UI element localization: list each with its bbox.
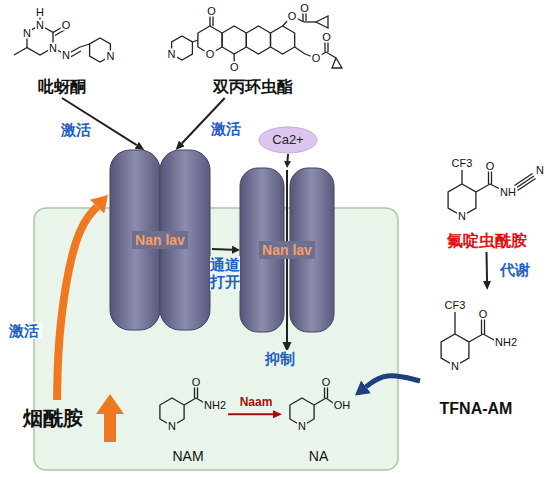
- node-text: Ca2+: [272, 133, 303, 148]
- chemical-structures-part: [194, 386, 195, 398]
- node-text: 吡蚜酮: [38, 78, 86, 96]
- atom-label: O: [205, 49, 216, 60]
- chemical-structures-part: [197, 386, 198, 398]
- node-text: NA: [309, 448, 328, 464]
- chemical-structures: [14, 11, 536, 426]
- connector-arrow: [228, 413, 273, 415]
- compound-box: NAM: [148, 372, 228, 466]
- connector-arrow: [366, 376, 420, 387]
- chemical-structures-part: [271, 26, 295, 54]
- chemical-structures-part: [212, 15, 213, 26]
- atom-label: O: [321, 32, 332, 43]
- atom-label: O: [485, 161, 496, 172]
- atom-label: N: [48, 42, 58, 53]
- chemical-structures-part: [316, 16, 328, 28]
- chemical-structures-part: [476, 184, 490, 192]
- node-text: 氟啶虫酰胺: [447, 232, 527, 250]
- atom-label: O: [206, 6, 217, 17]
- chemical-structures-part: [304, 21, 316, 22]
- atom-label: O: [61, 20, 72, 31]
- atom-label: NH2: [494, 337, 518, 348]
- edge-label: Naam: [234, 396, 278, 410]
- chemical-structures-part: [484, 318, 485, 334]
- atom-label: NH2: [203, 400, 227, 411]
- atom-label: O: [287, 11, 298, 22]
- chemical-structures-part: [332, 58, 342, 68]
- chemical-structures-part: [295, 47, 305, 54]
- node-text: 双丙环虫酯: [213, 78, 293, 96]
- chemical-structures-part: [80, 44, 90, 47]
- chemical-structures-part: [454, 312, 455, 334]
- chemical-structures-part: [192, 40, 198, 42]
- compound-box: NA: [282, 372, 355, 466]
- atom-label: N: [105, 51, 115, 62]
- compound-label: 烟酰胺: [12, 400, 94, 436]
- atom-label: H: [35, 7, 45, 18]
- atom-label: N: [22, 27, 32, 38]
- atom-label: N: [167, 49, 177, 60]
- chemical-structures-part: [222, 26, 246, 54]
- edge-label: 代谢: [497, 261, 533, 278]
- node-text: TFNA-AM: [440, 400, 513, 418]
- edge-label: 激活: [208, 120, 244, 137]
- chemical-structures-part: [327, 386, 328, 398]
- atom-label: N: [167, 421, 177, 432]
- chemical-structures-part: [184, 398, 196, 405]
- atom-label: N: [35, 20, 45, 31]
- atom-label: O: [478, 309, 489, 320]
- atom-label: O: [321, 377, 332, 388]
- chemical-structures-part: [14, 48, 27, 56]
- chemical-structures-part: [324, 386, 325, 398]
- atom-label: O: [311, 53, 322, 64]
- channel-closed: Nan lav: [108, 150, 212, 330]
- connector-arrow: [286, 154, 289, 161]
- cell-region: [34, 208, 398, 470]
- connector-arrow: [212, 248, 232, 251]
- channel-open: Nan lav: [240, 168, 334, 332]
- ion-ellipse: Ca2+: [258, 126, 318, 154]
- node-text: NAM: [172, 448, 203, 464]
- calcium-flow-line: [283, 170, 292, 352]
- atom-label: CF3: [451, 158, 474, 169]
- up-block-arrow: [96, 394, 124, 442]
- node-text: Nan lav: [259, 241, 315, 259]
- closed-channel: [110, 150, 210, 330]
- edge-label: 通道 打开: [210, 256, 240, 291]
- chemical-structures-part: [461, 170, 462, 184]
- chemical-structures-part: [469, 334, 483, 342]
- edge-label: 激活: [6, 322, 42, 339]
- chemical-structures-part: [481, 318, 482, 334]
- edge-label: 抑制: [262, 350, 298, 367]
- atom-label: N: [535, 165, 545, 176]
- atom-label: N: [61, 50, 71, 61]
- edge-label: 激活: [58, 121, 94, 138]
- atom-label: OH: [333, 400, 352, 411]
- ion-ellipse-shape: [259, 127, 317, 153]
- connector-arrow: [486, 252, 489, 281]
- chemical-structures-part: [326, 52, 336, 58]
- node-text: 烟酰胺: [23, 407, 83, 430]
- atom-label: O: [229, 62, 240, 73]
- chemical-structures-part: [314, 398, 326, 405]
- atom-label: NH: [499, 187, 517, 198]
- atom-label: N: [457, 211, 467, 222]
- atom-label: O: [299, 3, 310, 14]
- compound-box: 双丙环虫酯: [160, 0, 345, 98]
- compound-box: TFNA-AM: [420, 290, 532, 420]
- chemical-structures-part: [488, 170, 489, 184]
- connector-arrow: [57, 207, 97, 400]
- chemical-structures-part: [518, 179, 536, 191]
- node-text: Nan lav: [132, 231, 188, 249]
- chemical-structures-part: [246, 26, 270, 54]
- atom-label: N: [450, 361, 460, 372]
- atom-label: CF3: [444, 300, 467, 311]
- atom-label: O: [191, 377, 202, 388]
- atom-label: N: [297, 421, 307, 432]
- chemical-structures-part: [491, 170, 492, 184]
- chemical-structures-part: [515, 174, 533, 186]
